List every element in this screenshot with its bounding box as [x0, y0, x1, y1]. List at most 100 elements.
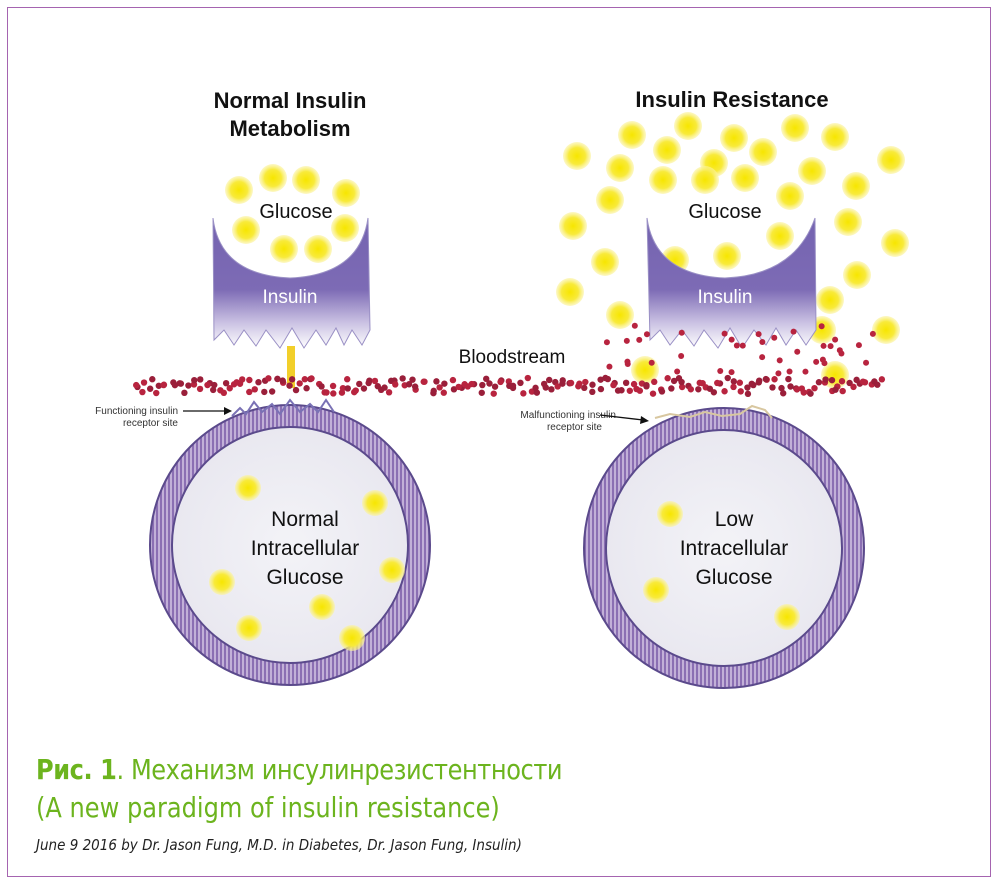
- red-blood-cell: [330, 390, 337, 397]
- glucose-molecule: [236, 615, 262, 641]
- cell-left: [149, 404, 431, 686]
- red-blood-cell: [626, 387, 634, 394]
- red-blood-cell: [730, 378, 738, 385]
- arrow-icon: [599, 414, 649, 424]
- glucose-molecule: [563, 142, 591, 170]
- red-blood-cell: [360, 385, 368, 392]
- red-blood-cell: [648, 359, 655, 366]
- red-blood-cell: [759, 354, 766, 361]
- red-blood-cell: [622, 379, 630, 387]
- red-blood-cell: [261, 388, 268, 396]
- red-blood-cell: [301, 376, 308, 383]
- red-blood-cell: [440, 389, 447, 396]
- red-blood-cell: [744, 384, 751, 391]
- glucose-molecule: [872, 316, 900, 344]
- red-blood-cell: [780, 390, 787, 397]
- glucose-molecule: [834, 208, 862, 236]
- red-blood-cell: [246, 376, 253, 384]
- red-blood-cell: [836, 347, 843, 354]
- red-blood-cell: [576, 380, 583, 387]
- red-blood-cell: [520, 390, 527, 397]
- red-blood-cell: [181, 389, 188, 397]
- red-blood-cell: [828, 376, 836, 384]
- red-blood-cell: [211, 381, 218, 389]
- red-blood-cell: [838, 378, 846, 385]
- red-blood-cell: [430, 387, 437, 395]
- red-blood-cell: [759, 339, 766, 346]
- glucose-molecule: [774, 604, 800, 630]
- cell-label-right-line2: Intracellular: [680, 537, 789, 560]
- red-blood-cell: [850, 383, 857, 391]
- red-blood-cell: [153, 389, 160, 397]
- red-blood-cell: [670, 377, 678, 385]
- red-blood-cell: [664, 375, 671, 382]
- red-blood-cell: [730, 383, 737, 391]
- glucose-molecule: [606, 301, 634, 329]
- red-blood-cell: [602, 374, 609, 382]
- red-blood-cell: [351, 388, 358, 396]
- red-blood-cell: [292, 386, 300, 394]
- red-blood-cell: [793, 386, 801, 393]
- red-blood-cell: [411, 383, 419, 390]
- red-blood-cell: [839, 387, 846, 395]
- figure-title-en: (A new paradigm of insulin resistance): [36, 791, 500, 824]
- red-blood-cell: [441, 380, 448, 387]
- red-blood-cell: [405, 381, 413, 388]
- receptor-site-right: [654, 404, 773, 419]
- red-blood-cell: [744, 390, 752, 398]
- red-blood-cell: [478, 389, 485, 396]
- red-blood-cell: [631, 322, 638, 329]
- red-blood-cell: [139, 388, 146, 396]
- red-blood-cell: [678, 329, 685, 336]
- glucose-molecule: [776, 182, 804, 210]
- receptor-label-right-line1: Malfunctioning insulin: [520, 410, 616, 421]
- red-blood-cell: [721, 388, 728, 395]
- glucose-molecule: [232, 216, 260, 244]
- red-blood-cell: [855, 342, 862, 349]
- glucose-molecule: [225, 176, 253, 204]
- red-blood-cell: [755, 331, 762, 338]
- red-blood-cell: [819, 356, 826, 363]
- red-blood-cell: [869, 330, 876, 337]
- red-blood-cell: [239, 376, 246, 383]
- red-blood-cell: [265, 375, 272, 382]
- red-blood-cell: [787, 383, 794, 390]
- red-blood-cell: [209, 386, 217, 394]
- red-blood-cell: [171, 381, 179, 389]
- red-blood-cell: [832, 336, 839, 343]
- insulin-molecule-left: [212, 217, 371, 349]
- glucose-molecule: [843, 261, 871, 289]
- red-blood-cell: [775, 370, 782, 377]
- red-blood-cell: [436, 384, 443, 391]
- red-blood-cell: [853, 376, 860, 384]
- red-blood-cell: [748, 380, 755, 387]
- glucose-molecule: [781, 114, 809, 142]
- red-blood-cell: [878, 376, 886, 383]
- red-blood-cell: [863, 359, 870, 366]
- red-blood-cell: [468, 380, 475, 388]
- red-blood-cell: [678, 352, 685, 359]
- insulin-label-right: Insulin: [698, 287, 753, 308]
- red-blood-cell: [385, 389, 393, 396]
- red-blood-cell: [308, 375, 315, 382]
- red-blood-cell: [643, 383, 650, 390]
- glucose-molecule: [331, 214, 359, 242]
- red-blood-cell: [133, 381, 140, 389]
- glucose-molecule: [618, 121, 646, 149]
- red-blood-cell: [449, 376, 457, 384]
- red-blood-cell: [140, 379, 148, 386]
- red-blood-cell: [381, 384, 388, 391]
- red-blood-cell: [490, 390, 497, 397]
- glucose-molecule: [235, 475, 261, 501]
- glucose-molecule: [691, 166, 719, 194]
- red-blood-cell: [643, 331, 650, 338]
- red-blood-cell: [246, 388, 253, 396]
- red-blood-cell: [392, 381, 399, 388]
- arrow-icon: [183, 407, 232, 415]
- red-blood-cell: [815, 379, 823, 386]
- red-blood-cell: [344, 376, 351, 383]
- figure-number: Рис. 1: [36, 753, 117, 786]
- glucose-molecule: [270, 235, 298, 263]
- red-blood-cell: [296, 380, 303, 387]
- red-blood-cell: [286, 382, 293, 389]
